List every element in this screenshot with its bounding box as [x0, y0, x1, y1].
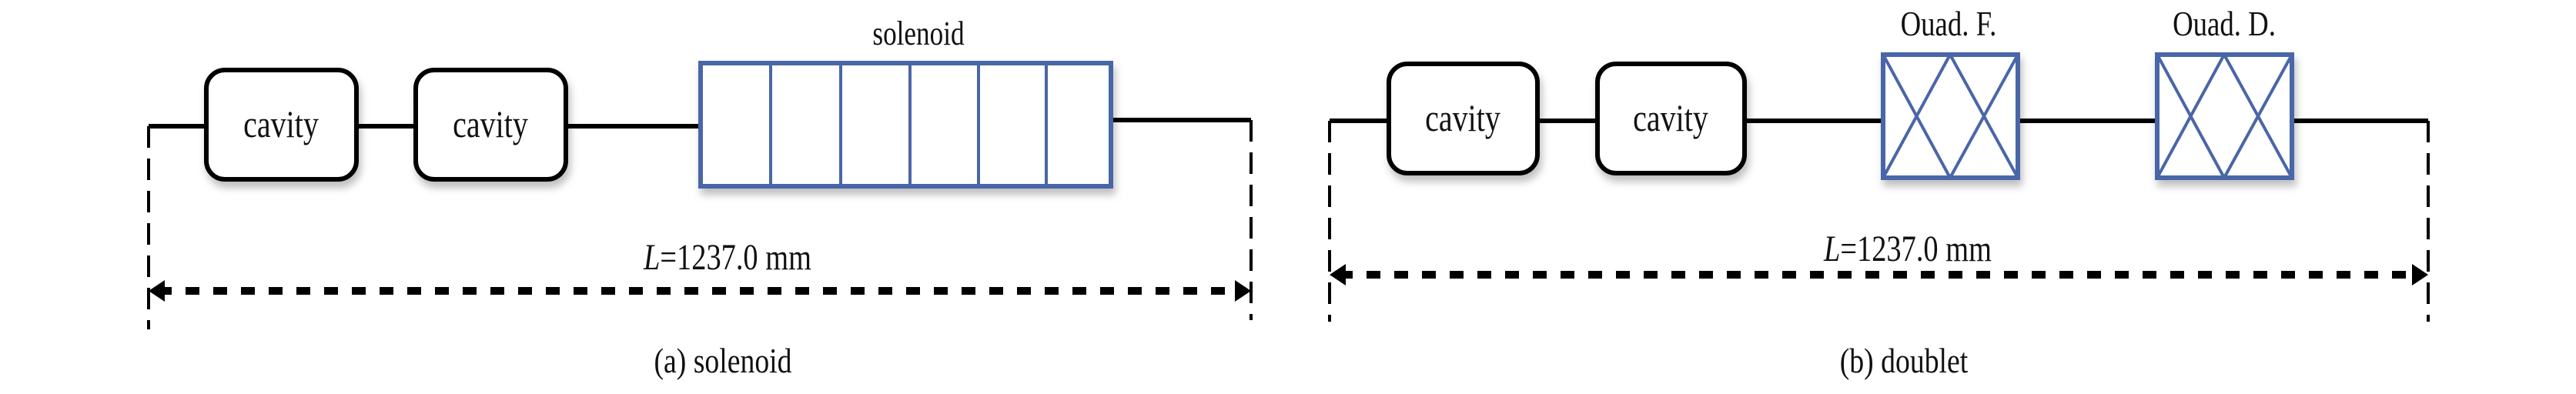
cavity-1-label: cavity — [243, 103, 319, 145]
quad-focusing-magnet — [1881, 52, 2020, 180]
quad-d-body — [2155, 52, 2294, 180]
solenoid-magnet — [698, 61, 1113, 189]
quad-d-cross-line — [2223, 54, 2293, 179]
quad-defocusing-magnet — [2155, 52, 2294, 180]
quad-d-cross-line — [2156, 54, 2226, 179]
arrowhead-left-icon — [149, 280, 165, 302]
panel-b-caption: (b) doublet — [1840, 342, 1969, 381]
arrowhead-right-icon — [2412, 264, 2428, 285]
cavity-1-label: cavity — [1425, 97, 1500, 139]
length-label: L=1237.0 mm — [1823, 229, 1992, 269]
solenoid-body — [698, 61, 1113, 189]
panel-b-doublet: cavity cavity Ouad. F. Ouad. D. L=1237.0… — [1328, 5, 2430, 381]
cavity-2 — [1595, 62, 1747, 175]
length-variable: L — [1823, 229, 1840, 269]
length-value: =1237.0 mm — [1840, 229, 1992, 269]
length-value: =1237.0 mm — [660, 237, 811, 278]
quad-f-label: Ouad. F. — [1901, 5, 1997, 44]
cavity-1 — [1387, 62, 1540, 175]
panel-a-solenoid: cavity cavity solenoid L=1237.0 mm (a) s… — [147, 14, 1253, 381]
length-label: L=1237.0 mm — [643, 237, 811, 278]
quad-f-cross-line — [1949, 54, 2019, 179]
arrowhead-right-icon — [1235, 280, 1251, 302]
quad-d-label: Ouad. D. — [2173, 5, 2276, 44]
cavity-1 — [204, 68, 359, 182]
cavity-2 — [413, 68, 568, 182]
cavity-2-label: cavity — [453, 103, 528, 145]
arrowhead-left-icon — [1330, 264, 1346, 285]
quad-f-cross-line — [1882, 54, 1952, 179]
quad-f-body — [1881, 52, 2020, 180]
length-variable: L — [643, 237, 660, 278]
solenoid-label: solenoid — [872, 14, 964, 52]
cavity-2-label: cavity — [1633, 97, 1708, 139]
panel-a-caption: (a) solenoid — [654, 342, 791, 381]
